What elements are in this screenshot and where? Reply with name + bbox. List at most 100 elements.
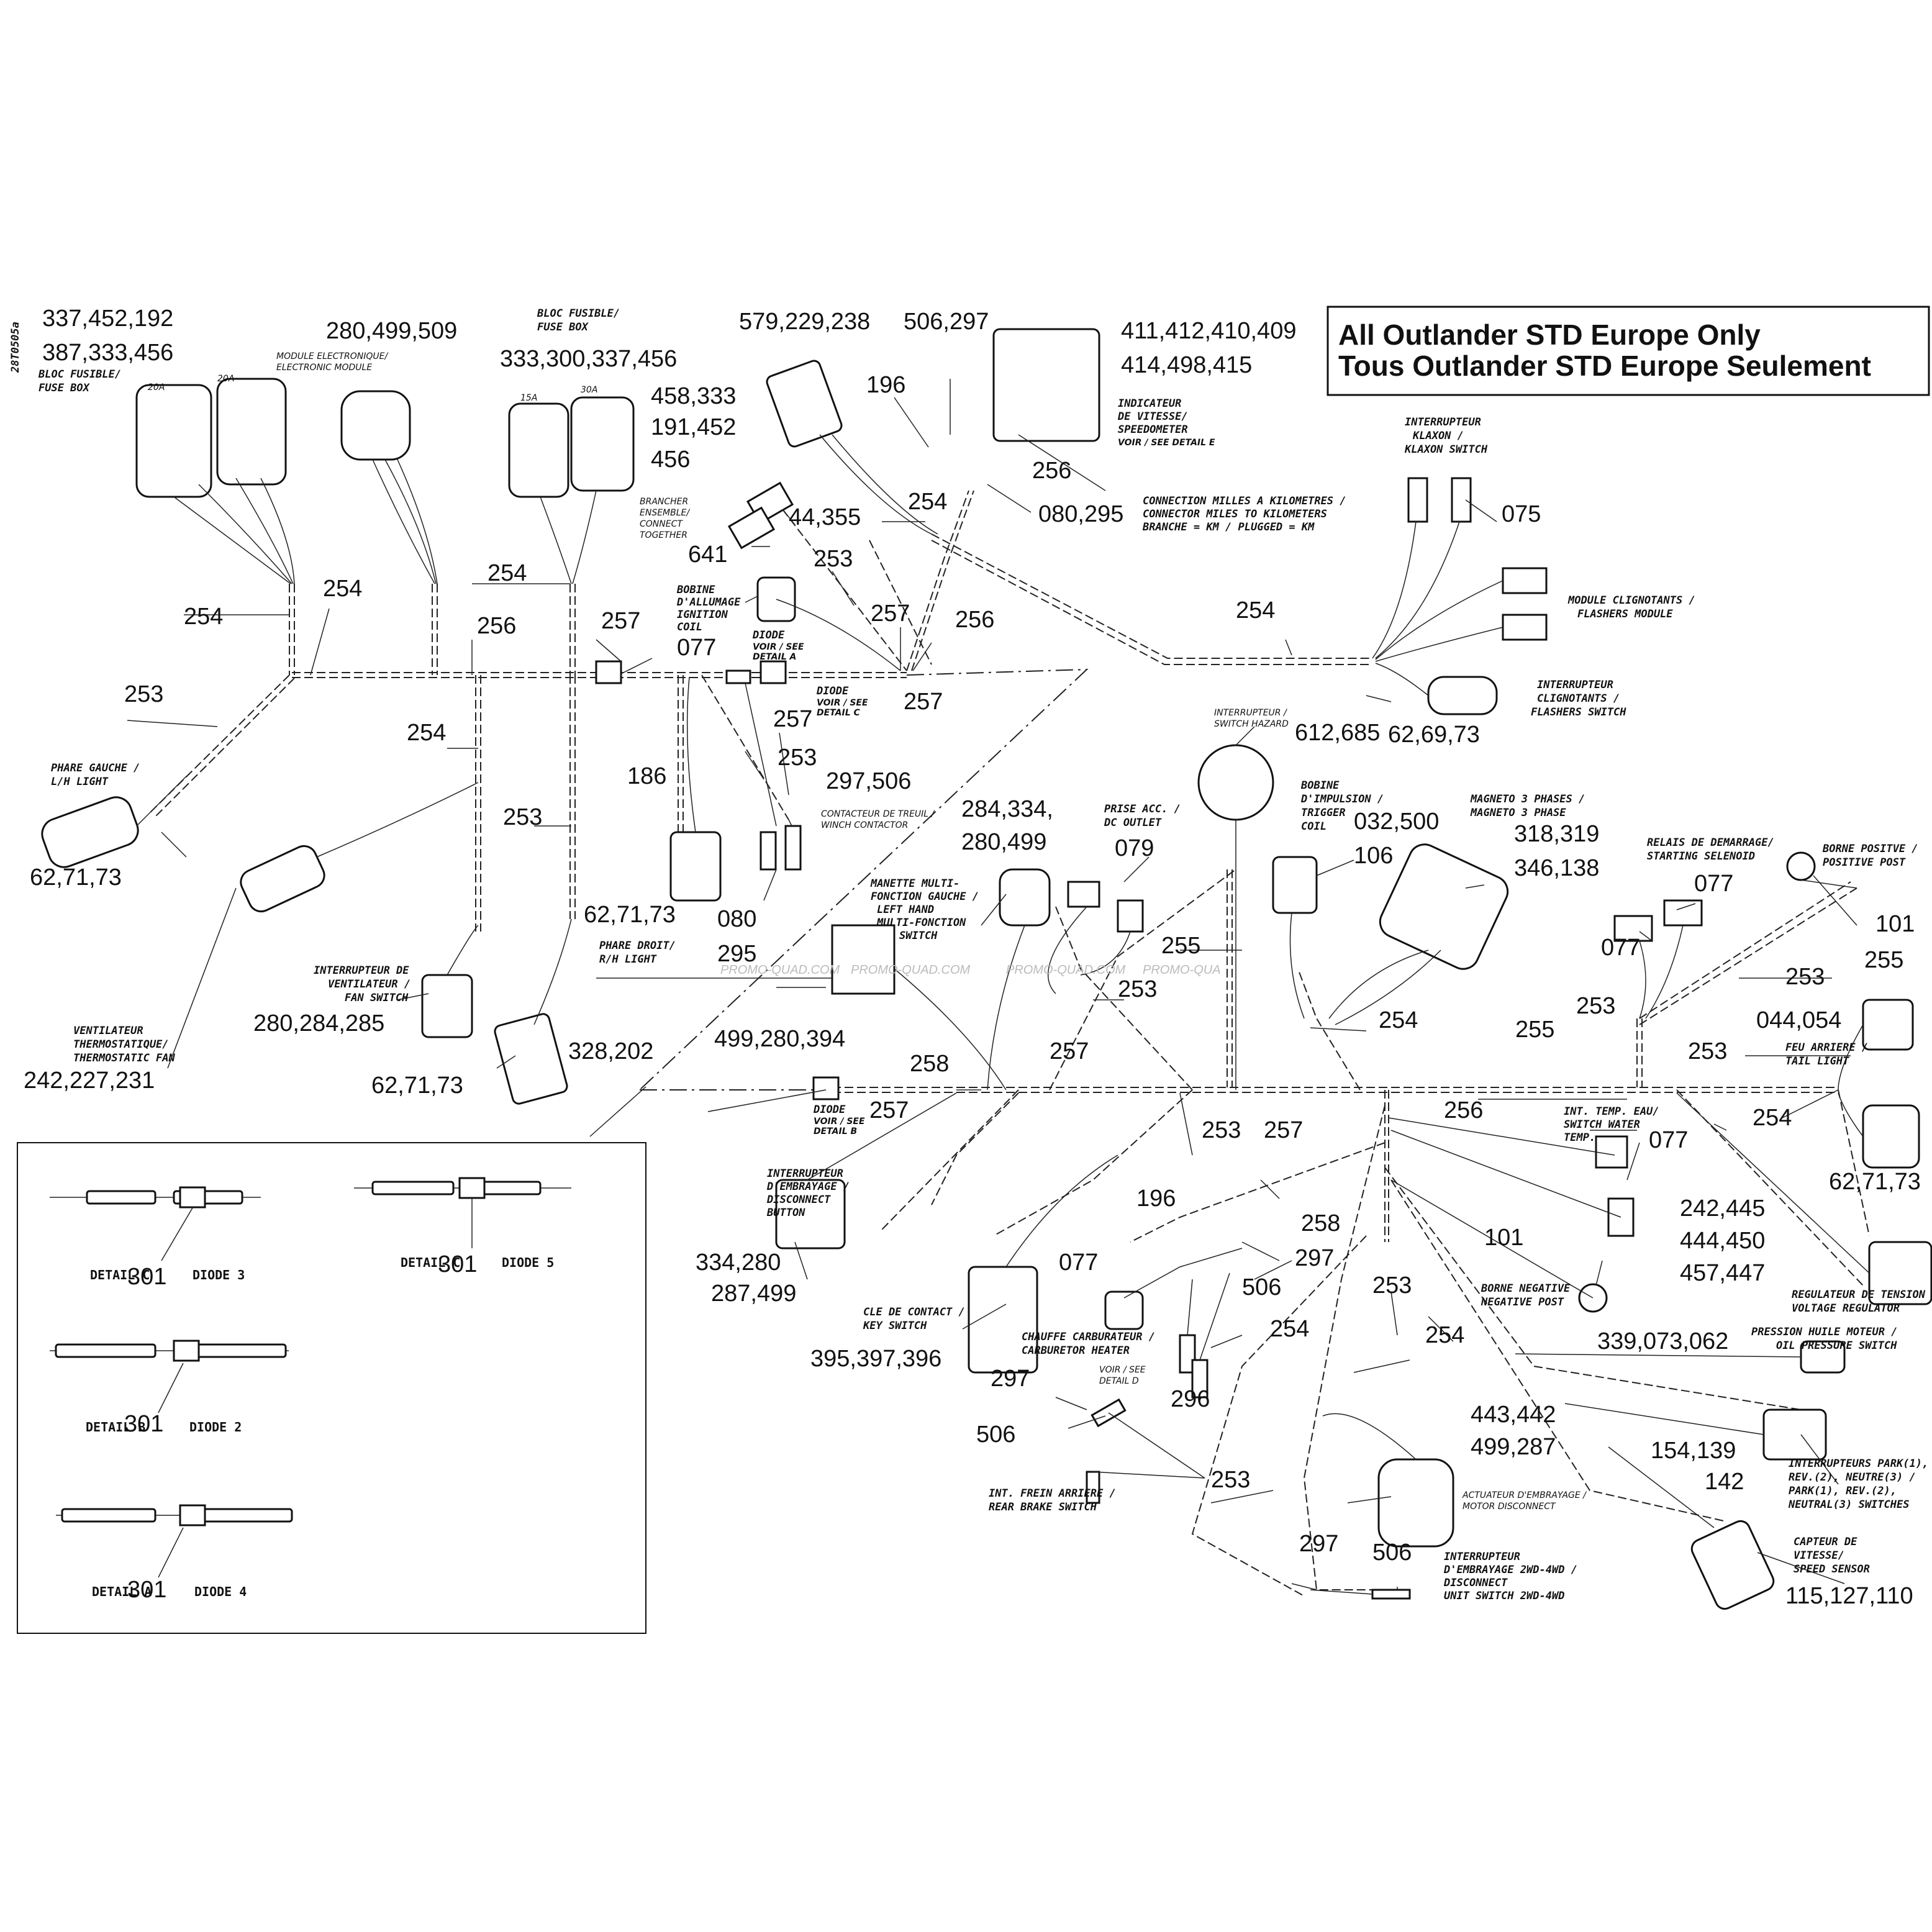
flashers-module-terminal-2	[1502, 614, 1548, 641]
part-number: 295	[717, 941, 756, 967]
starting-solenoid-caption: RELAIS DE DEMARRAGE/STARTING SELENOID	[1647, 837, 1774, 863]
tail-light-caption: FEU ARRIERE /TAIL LIGHT	[1785, 1041, 1868, 1068]
watermark-text: PROMO-QUAD.COM	[851, 963, 971, 977]
fuse-20a-label-2: 20A	[217, 374, 234, 384]
tail-light-connector-2	[1862, 1104, 1920, 1169]
part-number: 142	[1705, 1469, 1744, 1495]
connector-328	[494, 1013, 568, 1105]
flashers-switch-connector	[1427, 676, 1498, 715]
diode-5	[458, 1177, 486, 1199]
wires	[136, 434, 1870, 1595]
detail-box: 301 301 301 301 DETAIL C DIODE 3 DETAIL …	[17, 1142, 646, 1634]
disconnect-button-connector	[775, 1179, 846, 1249]
part-number: 443,442	[1471, 1402, 1556, 1428]
connectors	[41, 328, 1932, 1610]
detail-a4-diode: DIODE 4	[194, 1584, 247, 1599]
watermark: PROMO-QUAD.COM PROMO-QUAD.COM PROMO-QUAD…	[720, 963, 1221, 977]
part-number: 255	[1515, 1017, 1554, 1043]
miles-km-caption: CONNECTION MILLES A KILOMETRES /CONNECTO…	[1142, 495, 1346, 533]
part-number: 62,71,73	[371, 1073, 463, 1099]
part-number: 258	[910, 1051, 949, 1077]
detail-b-diode-2	[50, 1340, 289, 1413]
hazard-switch	[1197, 744, 1274, 821]
part-number: 254	[908, 489, 947, 515]
part-number: 075	[1502, 501, 1541, 527]
part-number: 154,139	[1651, 1438, 1736, 1464]
harness-trunks	[148, 490, 1870, 1597]
part-number: 458,333	[651, 383, 736, 409]
part-number: 254	[1753, 1105, 1792, 1131]
part-number: 191,452	[651, 414, 736, 440]
detail-b2-diode: DIODE 2	[189, 1420, 242, 1435]
electronic-module-connector	[340, 390, 411, 461]
part-number: 106	[1354, 843, 1393, 869]
part-number: 499,280,394	[714, 1026, 845, 1052]
part-number: 253	[1688, 1038, 1727, 1064]
diode-c	[595, 660, 622, 684]
lh-light-connector	[41, 796, 139, 868]
part-number: 641	[688, 542, 727, 568]
part-number: 257	[1050, 1038, 1089, 1064]
connect-together-socket	[727, 506, 776, 550]
part-number: 254	[1379, 1007, 1418, 1033]
part-number: 077	[1694, 871, 1733, 897]
flashers-module-terminal-1	[1502, 567, 1548, 594]
title-box: All Outlander STD Europe Only Tous Outla…	[1327, 306, 1930, 396]
part-number: 297	[991, 1366, 1030, 1392]
part-number: 296	[1171, 1386, 1210, 1412]
title-line-1: All Outlander STD Europe Only	[1338, 319, 1761, 351]
part-number: 456	[651, 447, 690, 473]
part-number: 337,452,192	[42, 306, 173, 332]
part-number: 62,71,73	[1829, 1169, 1921, 1195]
oil-pressure-caption: PRESSION HUILE MOTEUR /OIL PRESSURE SWIT…	[1751, 1326, 1897, 1352]
part-number: 506	[1372, 1540, 1412, 1566]
part-number: 339,073,062	[1597, 1328, 1728, 1354]
detail-c-diode-5	[354, 1177, 571, 1248]
leader-lines	[127, 379, 1857, 1590]
diode-b	[812, 1076, 840, 1100]
detail-c5-diode: DIODE 5	[502, 1255, 554, 1270]
part-number: 506,297	[904, 309, 989, 335]
part-number: 257	[1264, 1117, 1303, 1143]
fan-connector	[240, 845, 325, 913]
lh-light-caption: PHARE GAUCHE /L/H LIGHT	[51, 762, 140, 788]
part-number: 253	[1202, 1117, 1241, 1143]
part-number: 080	[717, 906, 756, 932]
part-number: 254	[323, 576, 362, 602]
part-number-labels: 337,452,192 387,333,456 280,499,509 333,…	[24, 306, 1921, 1609]
part-number: 280,284,285	[253, 1010, 384, 1036]
part-number: 387,333,456	[42, 340, 173, 366]
winch-terminal	[784, 825, 802, 871]
part-number: 253	[778, 745, 817, 771]
part-number: 253	[124, 681, 163, 707]
part-number: 506	[976, 1422, 1015, 1448]
part-number: 032,500	[1354, 809, 1439, 835]
part-number: 186	[627, 763, 666, 789]
part-number: 256	[1444, 1097, 1483, 1123]
fuse-box-mid-caption: BLOC FUSIBLE/FUSE BOX	[537, 307, 620, 333]
part-number: 253	[1211, 1467, 1250, 1493]
part-number: 115,127,110	[1785, 1583, 1913, 1609]
part-number: 44,355	[789, 504, 861, 530]
rh-light-connector	[669, 831, 722, 902]
speedometer-connector	[992, 328, 1100, 442]
magneto-connector	[1379, 843, 1509, 970]
water-temp-terminal-1	[1595, 1135, 1628, 1169]
detail-c3-label: DETAIL C	[90, 1268, 150, 1282]
part-number: 301	[127, 1577, 166, 1603]
part-number: 62,69,73	[1388, 722, 1480, 748]
key-switch-caption: CLE DE CONTACT /KEY SWITCH	[863, 1306, 965, 1332]
title-line-2: Tous Outlander STD Europe Seulement	[1338, 350, 1871, 382]
positive-post-caption: BORNE POSITVE /POSITIVE POST	[1822, 843, 1918, 869]
part-number: 395,397,396	[810, 1346, 941, 1372]
